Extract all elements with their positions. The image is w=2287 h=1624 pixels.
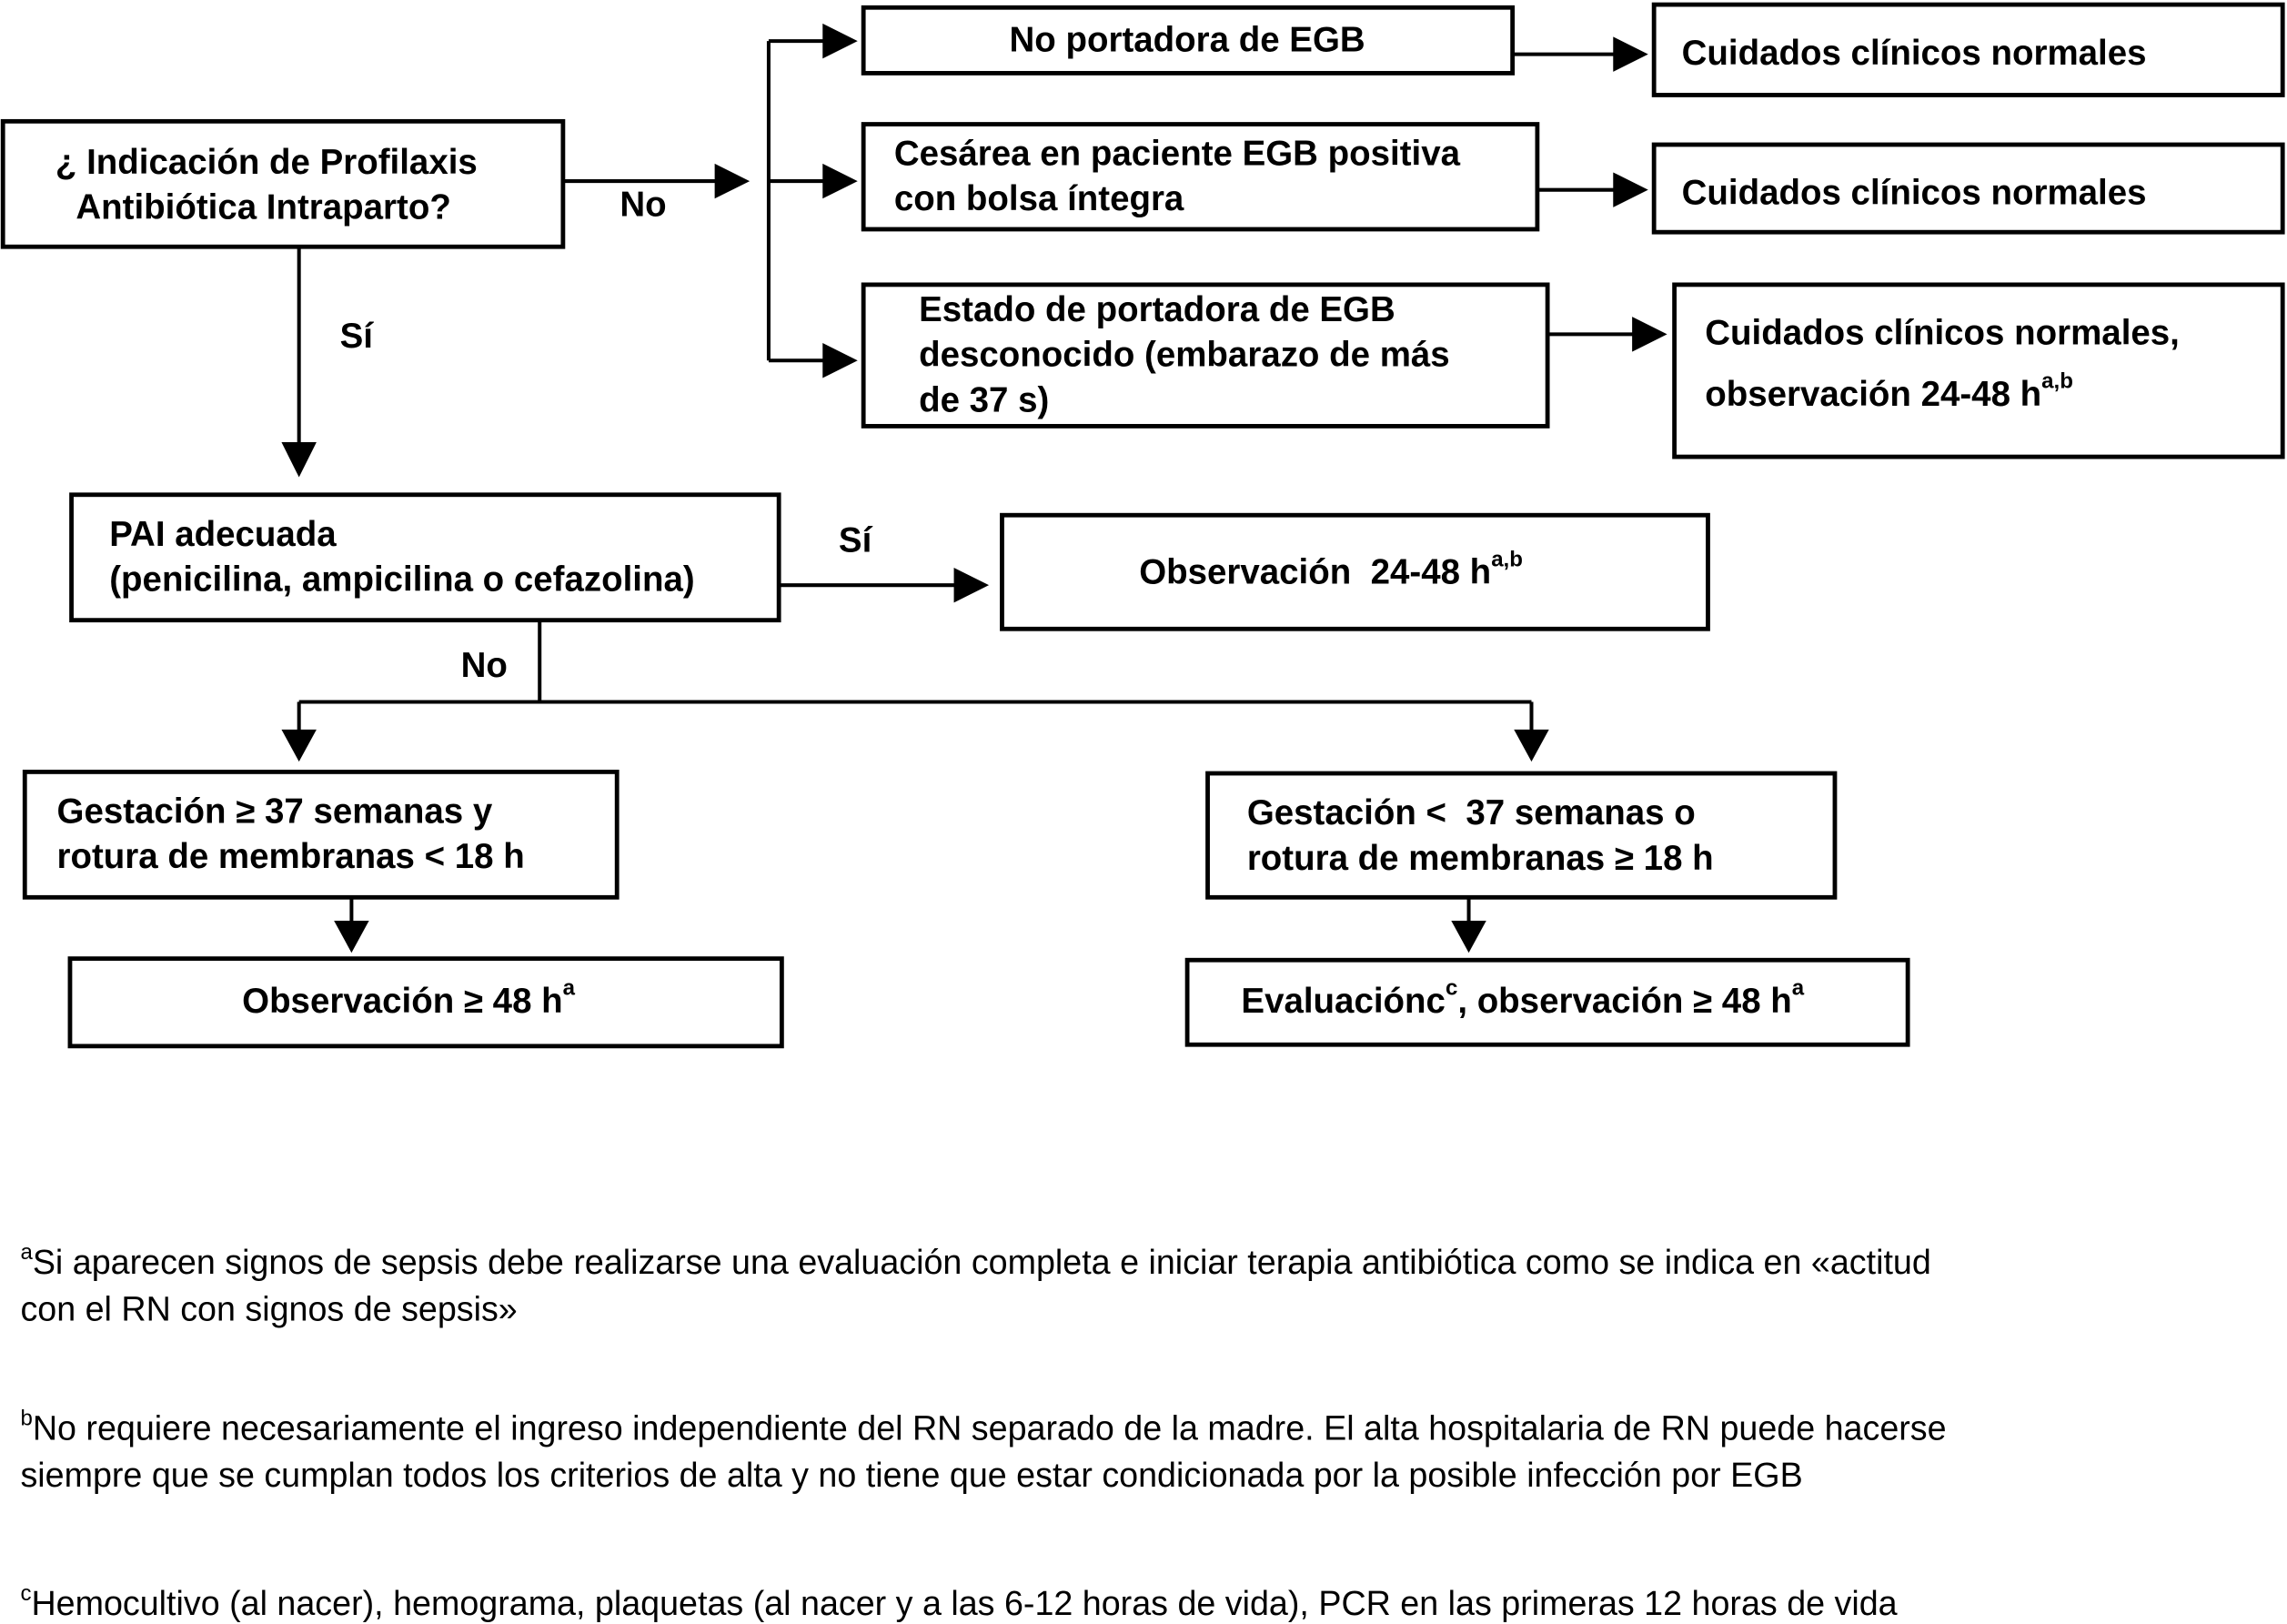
node-text: Observación ≥ 48 ha [242, 976, 576, 1021]
node-evaluacion: Evaluacióncc, observación ≥ 48 ha [1184, 957, 1910, 1047]
node-text: Gestación ≥ 37 semanas y [57, 792, 493, 832]
node-text: Cesárea en paciente EGB positiva [894, 134, 1461, 173]
node-text: desconocido (embarazo de más [919, 336, 1450, 375]
footnote-b: bNo requiere necesariamente el ingreso i… [20, 1407, 1946, 1447]
node-desconocido: Estado de portadora de EGB desconocido (… [861, 282, 1550, 429]
node-text: Estado de portadora de EGB [919, 290, 1395, 329]
node-text: observación 24-48 ha,b [1705, 369, 2073, 414]
node-text: con bolsa íntegra [894, 179, 1184, 218]
edge-label-si: Sí [340, 317, 375, 356]
footnotes: aSi aparecen signos de sepsis debe reali… [20, 1240, 1946, 1622]
node-cesarea: Cesárea en paciente EGB positiva con bol… [861, 122, 1540, 232]
node-cuidados-2: Cuidados clínicos normales [1651, 142, 2285, 235]
node-gestacion-lt37: Gestación < 37 semanas o rotura de membr… [1205, 771, 1838, 900]
node-text: ¿ Indicación de Profilaxis [55, 143, 478, 182]
node-text: No portadora de EGB [1010, 20, 1365, 59]
node-observacion-pai: Observación 24-48 ha,b [1000, 512, 1710, 631]
connectors [281, 23, 1667, 953]
edge-label-no-pai: No [461, 646, 508, 685]
edge-label-si-pai: Sí [839, 520, 873, 560]
edge-label-no: No [620, 186, 666, 225]
node-text: Evaluacióncc, observación ≥ 48 ha [1241, 976, 1804, 1021]
node-gestacion-ge37: Gestación ≥ 37 semanas y rotura de membr… [22, 770, 620, 900]
node-observacion-ge48: Observación ≥ 48 ha [67, 956, 784, 1049]
node-text: (penicilina, ampicilina o cefazolina) [109, 560, 694, 600]
footnote-a: aSi aparecen signos de sepsis debe reali… [20, 1240, 1930, 1281]
node-text: Cuidados clínicos normales [1682, 174, 2147, 213]
node-text: Cuidados clínicos normales [1682, 34, 2147, 73]
footnote-a-line2: con el RN con signos de sepsis» [20, 1289, 517, 1327]
node-pai: PAI adecuada (penicilina, ampicilina o c… [69, 492, 781, 623]
node-text: Cuidados clínicos normales, [1705, 314, 2180, 353]
node-text: PAI adecuada [109, 515, 337, 554]
footnote-b-line2: siempre que se cumplan todos los criteri… [20, 1456, 1802, 1494]
node-text: Gestación < 37 semanas o [1247, 793, 1696, 832]
node-question: ¿ Indicación de Profilaxis Antibiótica I… [0, 118, 566, 249]
node-text: de 37 s) [919, 380, 1049, 419]
node-no-portadora: No portadora de EGB [861, 5, 1516, 76]
node-cuidados-3: Cuidados clínicos normales, observación … [1672, 282, 2285, 459]
node-text: Observación 24-48 ha,b [1139, 547, 1523, 591]
node-text: Antibiótica Intraparto? [76, 188, 450, 227]
node-text: rotura de membranas < 18 h [57, 837, 525, 876]
footnote-c: cHemocultivo (al nacer), hemograma, plaq… [20, 1581, 1897, 1622]
node-cuidados-1: Cuidados clínicos normales [1651, 2, 2285, 97]
node-text: rotura de membranas ≥ 18 h [1247, 839, 1714, 878]
